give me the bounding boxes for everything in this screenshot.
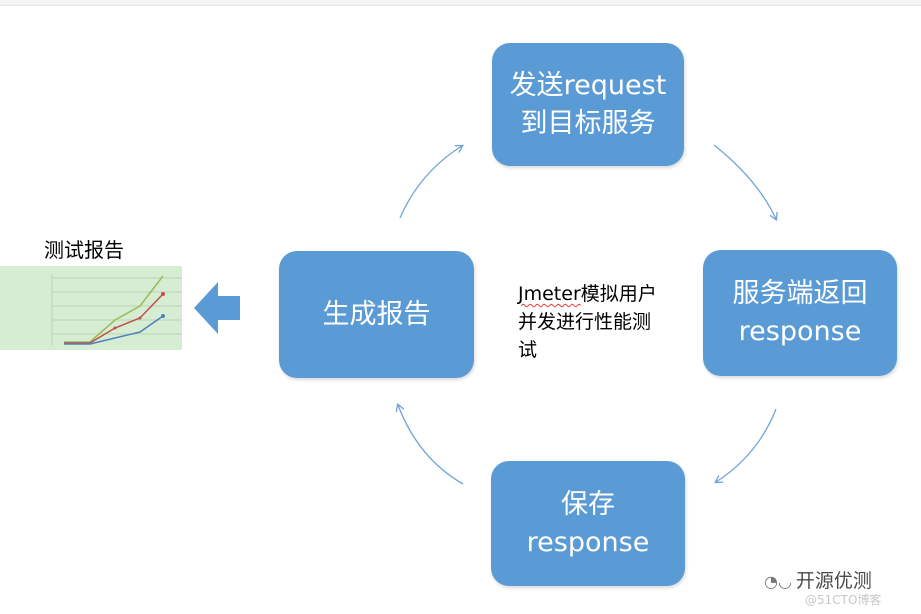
node-save-response: 保存 response bbox=[491, 461, 685, 586]
watermark: ◔◡开源优测 bbox=[764, 566, 872, 593]
arrow-report-to-send bbox=[399, 144, 464, 219]
node-send-request: 发送request 到目标服务 bbox=[492, 43, 684, 166]
node-send-line-2: 到目标服务 bbox=[520, 107, 656, 139]
node-save-line-1: 保存 bbox=[561, 488, 615, 520]
arrow-send-to-server bbox=[713, 144, 778, 222]
node-server-response: 服务端返回 response bbox=[703, 250, 897, 376]
center-text-line-1-rest: 模拟用户 bbox=[580, 283, 657, 305]
node-generate-report: 生成报告 bbox=[279, 251, 474, 378]
report-chart-thumbnail bbox=[0, 266, 182, 350]
node-server-line-1: 服务端返回 bbox=[732, 278, 868, 309]
test-report-label: 测试报告 bbox=[44, 238, 124, 262]
node-save-line-2: response bbox=[526, 526, 650, 558]
center-text-line-3: 试 bbox=[518, 339, 538, 361]
center-text-line-2: 并发进行性能测 bbox=[518, 311, 652, 333]
node-send-line-1: 发送request bbox=[509, 69, 667, 101]
watermark-text: 开源优测 bbox=[795, 570, 872, 592]
node-report-line-1: 生成报告 bbox=[322, 298, 431, 330]
top-border bbox=[0, 0, 921, 6]
left-block-arrow-icon bbox=[194, 282, 240, 334]
wechat-icon: ◔◡ bbox=[764, 572, 792, 591]
thumbnail-chart-graphic bbox=[51, 274, 182, 346]
arrow-save-to-report bbox=[395, 402, 464, 485]
node-server-line-2: response bbox=[738, 316, 862, 347]
center-text-jmeter: Jmeter bbox=[518, 283, 581, 305]
arrow-server-to-save bbox=[714, 408, 777, 484]
center-description: Jmeter模拟用户 并发进行性能测 试 bbox=[518, 280, 688, 364]
watermark-sub: @51CTO博客 bbox=[805, 593, 882, 607]
